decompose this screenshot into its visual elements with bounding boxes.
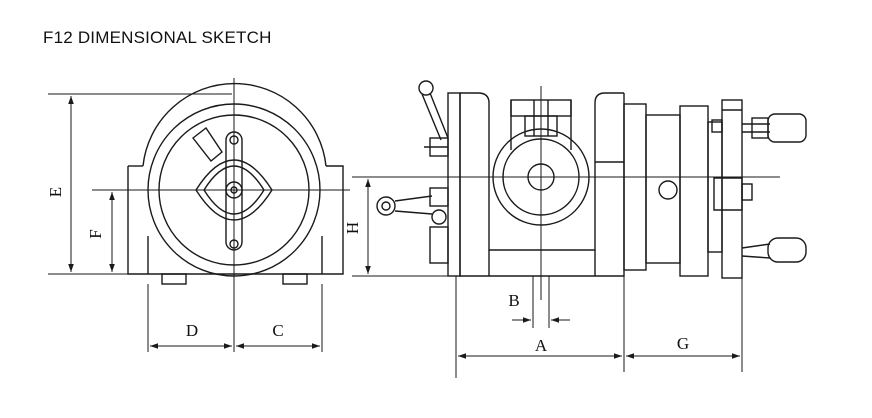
rotary-table-inner bbox=[158, 114, 310, 266]
label-d: D bbox=[186, 321, 198, 340]
label-h: H bbox=[343, 222, 362, 234]
side-spindle-bore bbox=[527, 163, 555, 191]
side-spindle-outer bbox=[492, 128, 590, 226]
label-a: A bbox=[535, 336, 548, 355]
table-center-boss bbox=[195, 159, 273, 221]
front-housing-arch bbox=[142, 82, 327, 167]
label-f: F bbox=[86, 229, 105, 238]
front-foot-right bbox=[282, 273, 308, 285]
front-view bbox=[48, 78, 350, 352]
crank-hub bbox=[225, 181, 243, 199]
rotary-table-outer bbox=[147, 103, 321, 277]
gear-housing bbox=[645, 114, 681, 264]
diagram-title: F12 DIMENSIONAL SKETCH bbox=[43, 28, 272, 47]
index-plate bbox=[721, 99, 743, 279]
lower-crank-handle bbox=[767, 237, 807, 263]
lock-lever bbox=[192, 126, 223, 162]
front-foot-left bbox=[161, 273, 187, 285]
side-lever-knob bbox=[418, 80, 434, 96]
label-c: C bbox=[272, 321, 283, 340]
label-g: G bbox=[677, 334, 689, 353]
label-b: B bbox=[508, 291, 519, 310]
upper-crank-handle bbox=[767, 113, 807, 143]
side-view bbox=[352, 80, 807, 378]
front-base-block bbox=[127, 165, 344, 275]
side-main-body bbox=[459, 93, 625, 277]
side-handle-knob bbox=[376, 196, 396, 216]
label-e: E bbox=[46, 187, 65, 197]
